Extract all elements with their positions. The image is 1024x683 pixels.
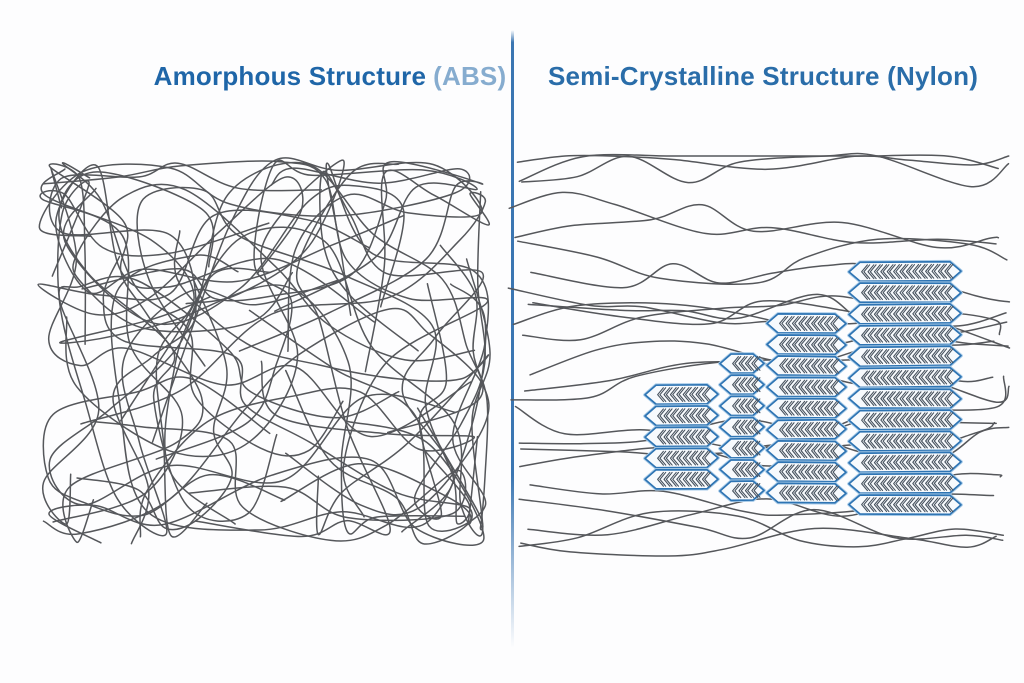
lamella [847, 493, 963, 517]
lamella [718, 394, 766, 418]
lamella [847, 323, 963, 347]
lamella [718, 436, 766, 460]
crystalline-lamellae [643, 259, 963, 517]
lamella [847, 471, 963, 496]
lamella [765, 439, 848, 463]
lamella [765, 375, 848, 399]
lamella [765, 417, 848, 442]
lamella [847, 365, 963, 390]
lamella [643, 425, 720, 449]
right-title-text: Semi-Crystalline Structure (Nylon) [547, 61, 979, 91]
lamella [718, 458, 766, 481]
left-title-material: (ABS) [433, 61, 507, 91]
panel-divider [511, 30, 514, 648]
lamella [847, 344, 963, 369]
lamella [643, 404, 720, 428]
lamella [718, 373, 766, 397]
lamella [765, 460, 848, 484]
lamella [765, 333, 848, 357]
lamella [847, 408, 963, 432]
left-title-text: Amorphous Structure [153, 61, 427, 91]
lamella [765, 354, 848, 378]
left-panel-title: Amorphous Structure(ABS) [120, 60, 540, 92]
lamella [718, 479, 766, 503]
right-panel-title: Semi-Crystalline Structure (Nylon) [533, 60, 993, 92]
lamella [847, 281, 963, 305]
lamella [765, 312, 848, 335]
lamella [643, 467, 720, 491]
lamella [765, 481, 848, 505]
lamella [847, 302, 963, 326]
lamella [718, 352, 766, 375]
lamella [765, 396, 848, 420]
lamella [718, 415, 766, 439]
lamella [847, 387, 963, 411]
lamella [847, 429, 963, 453]
amorphous-chains [37, 157, 491, 546]
lamella [847, 450, 963, 475]
lamella [643, 446, 720, 470]
lamella [643, 382, 720, 407]
lamella [847, 259, 963, 284]
